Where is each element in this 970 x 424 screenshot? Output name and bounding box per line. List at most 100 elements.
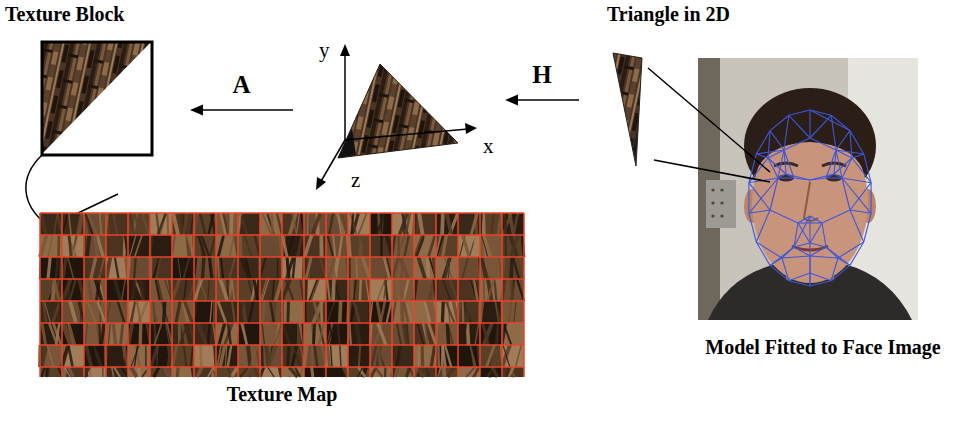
texture-cell (502, 213, 524, 235)
mesh-line (810, 138, 836, 150)
texture-cell (62, 279, 84, 301)
texture-cell (84, 345, 106, 367)
texture-streak (244, 367, 251, 377)
texture-streak (286, 257, 289, 279)
mesh-line (756, 154, 768, 158)
texture-streak (114, 257, 118, 279)
texture-streak (262, 323, 265, 345)
texture-streak (135, 235, 143, 257)
texture-streak (229, 213, 233, 235)
texture-streak (378, 345, 381, 367)
texture-streak (488, 367, 497, 377)
texture-streak (358, 213, 366, 235)
texture-cell (436, 213, 458, 235)
texture-streak (110, 279, 113, 301)
texture-cell (238, 345, 260, 367)
texture-streak (121, 367, 128, 377)
texture-cell (348, 213, 370, 235)
mesh-line (826, 247, 850, 265)
texture-streak (450, 279, 458, 301)
mesh-line (749, 183, 770, 210)
texture-streak (326, 345, 332, 367)
texture-streak (425, 323, 428, 345)
texture-streak (484, 235, 492, 257)
texture-cell (216, 301, 238, 323)
texture-streak (293, 345, 301, 367)
texture-streak (268, 367, 275, 377)
texture-cell (40, 301, 62, 323)
texture-cell (194, 279, 216, 301)
texture-cell (172, 345, 194, 367)
texture-cell (458, 235, 480, 257)
texture-streak (319, 235, 323, 257)
triangle-2d (613, 53, 642, 166)
texture-streak (311, 345, 314, 367)
texture-cell (414, 345, 436, 367)
texture-cell (216, 213, 238, 235)
texture-streak (262, 213, 271, 235)
mesh-line (770, 210, 798, 223)
texture-streak (446, 301, 454, 323)
texture-streak (228, 323, 231, 345)
mesh-line (749, 178, 778, 213)
mesh-line (810, 110, 850, 131)
texture-streak (372, 257, 381, 279)
texture-cell (150, 301, 172, 323)
texture-cell (502, 279, 524, 301)
texture-streak (114, 367, 120, 377)
texture-streak (210, 235, 215, 257)
texture-streak (468, 323, 476, 345)
texture-streak (504, 235, 507, 257)
texture-streak (376, 345, 384, 367)
texture-streak (482, 257, 489, 279)
texture-cell (392, 367, 414, 377)
texture-streak (510, 279, 514, 301)
texture-streak (339, 235, 342, 257)
mesh-line (768, 131, 770, 158)
mesh-line (789, 273, 810, 281)
texture-streak (263, 301, 265, 323)
texture-cell (326, 279, 348, 301)
texture-streak (350, 213, 357, 235)
texture-streak (48, 235, 53, 257)
grid-line (127, 213, 129, 377)
texture-cell (216, 367, 238, 377)
texture-streak (474, 367, 480, 377)
texture-cell (502, 301, 524, 323)
texture-streak (402, 213, 405, 235)
texture-streak (132, 279, 136, 301)
mesh-line (756, 242, 770, 265)
texture-streak (394, 345, 396, 367)
texture-streak (514, 301, 517, 323)
mesh-line (809, 256, 810, 273)
texture-streak (210, 301, 212, 323)
texture-streak (334, 279, 340, 301)
texture-streak (79, 213, 82, 235)
texture-streak (356, 257, 358, 279)
texture-cell (128, 323, 150, 345)
texture-streak (277, 257, 279, 279)
texture-streak (208, 279, 210, 301)
texture-streak (168, 345, 171, 367)
texture-streak (443, 279, 451, 301)
axis-head (465, 123, 477, 134)
texture-streak (471, 213, 477, 235)
mesh-line (810, 256, 838, 258)
texture-streak (287, 257, 289, 279)
texture-streak (244, 235, 252, 257)
texture-streak (312, 367, 313, 377)
texture-streak (162, 367, 168, 377)
texture-streak (353, 345, 358, 367)
texture-cell (348, 257, 370, 279)
texture-streak (184, 257, 190, 279)
grid-line (479, 213, 481, 377)
texture-streak (252, 345, 256, 367)
texture-streak (86, 345, 91, 367)
mesh-line (850, 131, 852, 158)
texture-streak (467, 323, 468, 345)
texture-streak (154, 367, 159, 377)
texture-streak (131, 345, 139, 367)
mesh-line (810, 281, 831, 286)
texture-streak (241, 323, 246, 345)
texture-streak (429, 279, 435, 301)
